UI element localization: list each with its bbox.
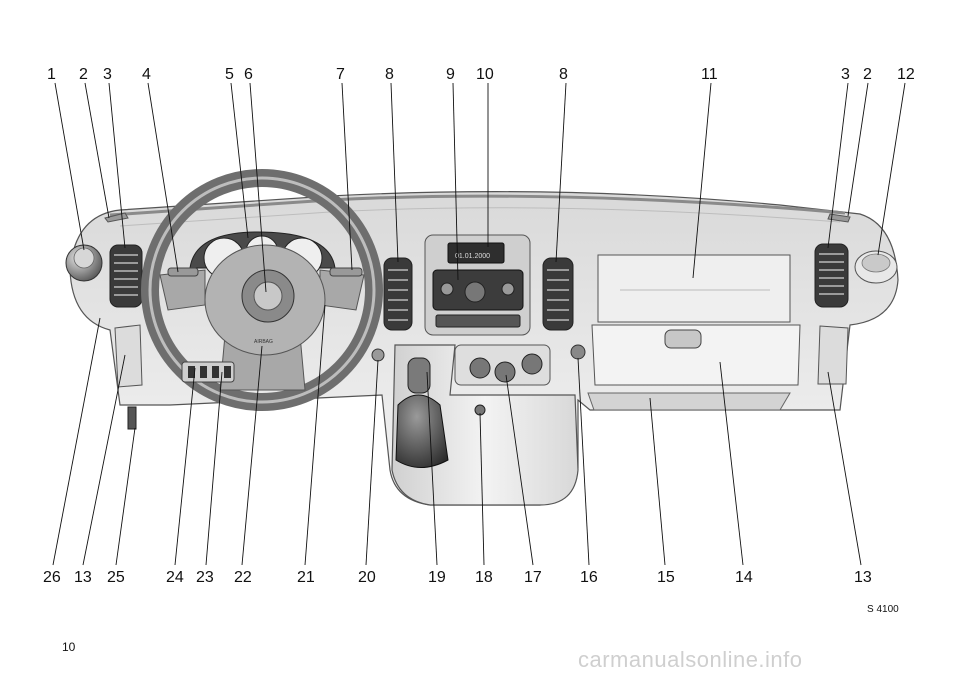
callout-top: 10 [476,66,494,83]
radio-unit: 01.01.2000 [424,234,531,336]
left-stalk [167,267,199,277]
callout-top: 9 [446,66,455,83]
callout-top: 4 [142,66,151,83]
callout-top: 1 [47,66,56,83]
figure-reference: S 4100 [867,604,899,615]
airbag-label: AIRBAG [254,339,273,345]
leader-lines-top [54,82,906,293]
right-stalk [329,267,363,277]
callout-bottom: 15 [657,569,675,586]
callouts-top: 1 2 3 4 5 6 7 8 9 10 8 11 3 2 12 [47,66,915,83]
left-lower-tray [114,324,143,388]
callout-bottom: 23 [196,569,214,586]
bonnet-release [127,406,137,430]
left-side-vent [109,244,143,308]
callout-bottom: 20 [358,569,376,586]
gear-lever [395,357,449,468]
callout-bottom: 17 [524,569,542,586]
callout-bottom: 24 [166,569,184,586]
callout-bottom: 14 [735,569,753,586]
callout-bottom: 13 [854,569,872,586]
steering-wheel: AIRBAG [141,169,383,411]
callout-top: 3 [841,66,850,83]
right-socket [570,344,586,360]
callout-top: 11 [701,66,718,83]
right-demister [827,213,851,223]
callout-bottom: 18 [475,569,493,586]
storage-tray [587,392,791,411]
right-side-vent [814,243,849,308]
leader-lines-bottom [52,304,862,566]
callout-bottom: 19 [428,569,446,586]
right-lower-tray [817,325,849,385]
page-number: 10 [62,640,76,654]
climate-panel [454,344,551,386]
callout-top: 5 [225,66,234,83]
center-console [391,344,579,506]
callout-top: 12 [897,66,915,83]
callout-bottom: 21 [297,569,315,586]
callout-top: 2 [863,66,872,83]
callout-bottom: 13 [74,569,92,586]
callout-bottom: 25 [107,569,125,586]
watermark: carmanualsonline.info [578,647,803,672]
glovebox-lower [591,324,801,386]
callout-top: 8 [385,66,394,83]
radio-display: 01.01.2000 [455,253,490,260]
callout-top: 2 [79,66,88,83]
callout-top: 6 [244,66,253,83]
callout-bottom: 16 [580,569,598,586]
left-socket [371,348,385,362]
callout-top: 8 [559,66,568,83]
glovebox-handle [664,329,702,349]
callout-bottom: 26 [43,569,61,586]
center-left-vent [383,257,413,331]
callout-top: 7 [336,66,345,83]
callout-bottom: 22 [234,569,252,586]
glovebox-upper [597,254,791,323]
switch-panel [181,361,235,383]
callouts-bottom: 26 13 25 24 23 22 21 20 19 18 17 16 15 1… [43,569,872,586]
center-right-vent [542,257,574,331]
callout-top: 3 [103,66,112,83]
